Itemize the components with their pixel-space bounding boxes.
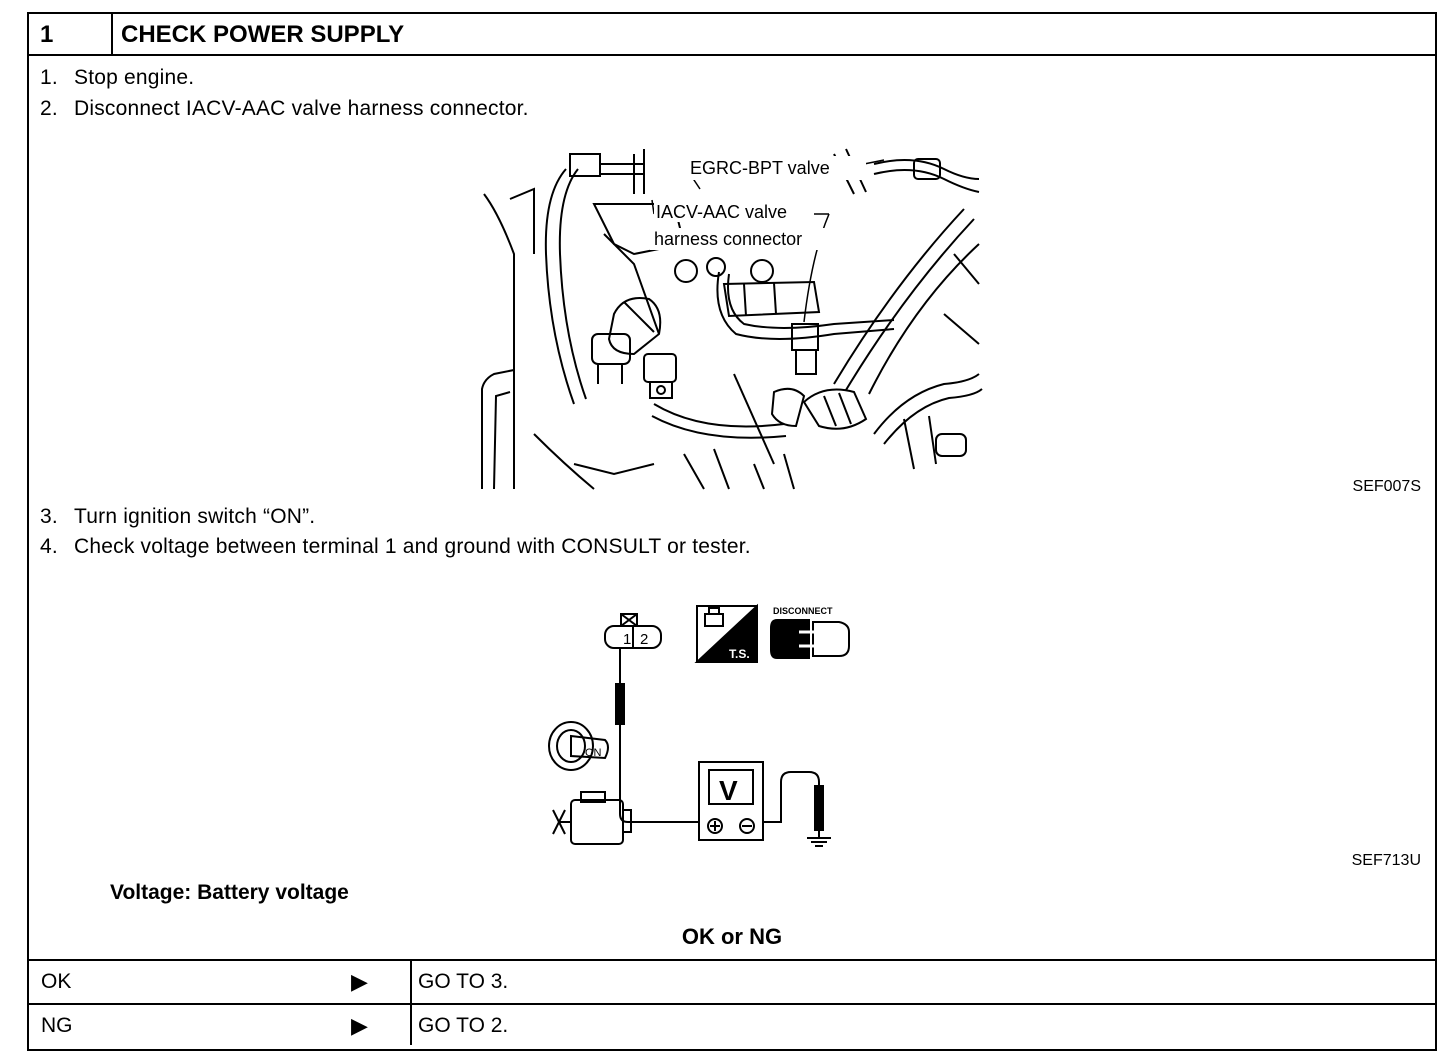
result-row-ng: NG ▶ GO TO 2. xyxy=(29,1003,1435,1045)
key-on-label: ON xyxy=(585,747,602,759)
step-3: 3. Turn ignition switch “ON”. xyxy=(40,505,315,529)
figure-2-ref: SEF713U xyxy=(1351,852,1421,869)
iacv-label-line2: harness connector xyxy=(654,229,802,249)
step-4: 4. Check voltage between terminal 1 and g… xyxy=(40,535,751,559)
result-ng-action: GO TO 2. xyxy=(418,1014,509,1037)
voltmeter-label: V xyxy=(719,775,738,806)
terminal-1-label: 1 xyxy=(623,631,631,648)
step-3-number: 3. xyxy=(40,505,58,528)
column-divider xyxy=(410,1005,412,1045)
step-4-text: Check voltage between terminal 1 and gro… xyxy=(74,535,751,558)
voltage-spec: Voltage: Battery voltage xyxy=(110,881,349,904)
harness-connector-icon xyxy=(604,613,662,649)
result-ok-label: OK xyxy=(41,970,72,993)
egrc-bpt-label: EGRC-BPT valve xyxy=(690,158,830,178)
procedure-header: 1 CHECK POWER SUPPLY xyxy=(29,14,1435,56)
step-1-number: 1. xyxy=(40,66,58,89)
test-shop-icon xyxy=(694,603,758,663)
decision-text: OK or NG xyxy=(681,924,783,949)
iacv-label-line1: IACV-AAC valve xyxy=(656,202,787,222)
ignition-key-icon xyxy=(548,721,609,771)
step-1-text: Stop engine. xyxy=(74,66,195,89)
step-4-number: 4. xyxy=(40,535,58,558)
result-ng-label: NG xyxy=(41,1014,73,1037)
column-divider xyxy=(410,961,412,1003)
step-1: 1. Stop engine. xyxy=(40,66,194,90)
result-table: OK ▶ GO TO 3. NG ▶ GO TO 2. xyxy=(29,959,1435,1045)
step-number: 1 xyxy=(29,14,113,54)
disconnect-icon xyxy=(770,619,850,659)
ts-label: T.S. xyxy=(729,647,750,661)
terminal-2-label: 2 xyxy=(640,631,648,648)
figure-1-ref: SEF007S xyxy=(1352,478,1421,495)
step-2-text: Disconnect IACV-AAC valve harness connec… xyxy=(74,97,529,120)
procedure-frame: 1 CHECK POWER SUPPLY 1. Stop engine. 2. Di… xyxy=(27,12,1437,1051)
step-3-text: Turn ignition switch “ON”. xyxy=(74,505,316,528)
page-title: CHECK POWER SUPPLY xyxy=(121,21,405,48)
result-ok-action: GO TO 3. xyxy=(418,970,509,993)
arrow-right-icon: ▶ xyxy=(351,1013,368,1038)
step-2: 2. Disconnect IACV-AAC valve harness conn… xyxy=(40,97,529,121)
decision-heading: OK or NG xyxy=(29,924,1435,950)
result-row-ok: OK ▶ GO TO 3. xyxy=(29,961,1435,1003)
engine-icon xyxy=(552,791,632,845)
step-2-number: 2. xyxy=(40,97,58,120)
disconnect-label: DISCONNECT xyxy=(773,606,833,616)
engine-bay-illustration: EGRC-BPT valve IACV-AAC valve harness co… xyxy=(481,148,983,490)
arrow-right-icon: ▶ xyxy=(351,969,368,994)
voltage-check-diagram: 1 2 T.S. DISCONNECT ON V xyxy=(548,603,850,847)
